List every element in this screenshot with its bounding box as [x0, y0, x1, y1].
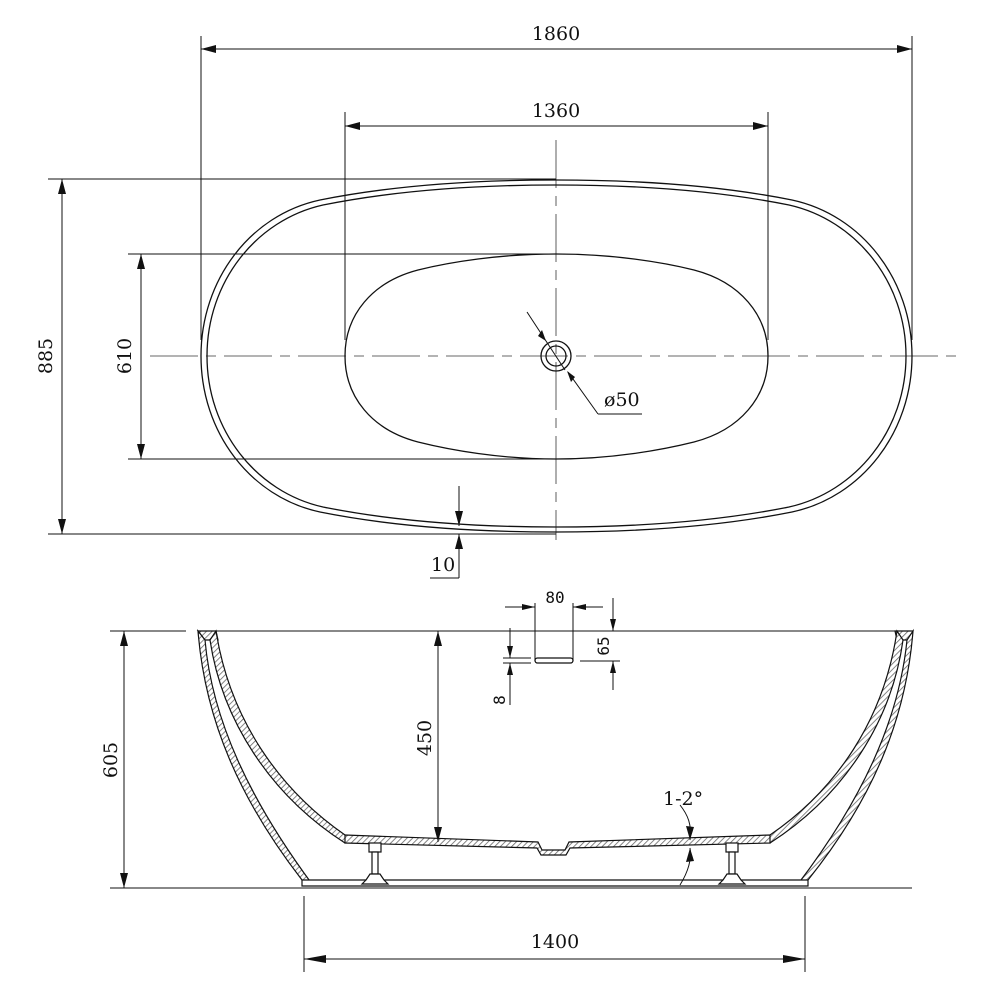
- overflow-offset-label: 65: [594, 636, 613, 655]
- top-view: ø50 1860 1360 885: [35, 23, 960, 579]
- right-inner-wall: [764, 629, 904, 844]
- left-inner-wall: [209, 629, 351, 844]
- overall-height-dimension: [120, 631, 128, 888]
- floor-slope-dimension: [679, 804, 694, 886]
- left-foot: [360, 842, 390, 885]
- overflow-slot: [534, 657, 574, 664]
- right-foot: [717, 842, 747, 885]
- base-length-label: 1400: [531, 931, 579, 953]
- rim-offset-dimension: [430, 486, 463, 579]
- side-view: 80 65 8 450: [100, 588, 914, 972]
- inner-width-label: 610: [114, 338, 136, 374]
- overflow-height-dimension: [503, 628, 531, 705]
- outer-rim-inner-line: [206, 184, 907, 528]
- overall-width-dimension: [48, 178, 556, 535]
- inner-depth-dimension: [434, 631, 442, 842]
- overall-height-label: 605: [100, 742, 122, 778]
- inner-length-dimension: [344, 112, 769, 340]
- left-outer-wall: [197, 629, 314, 886]
- overflow-height-label: 8: [490, 695, 509, 705]
- inner-length-label: 1360: [532, 100, 580, 122]
- overflow-width-dimension: [505, 603, 603, 660]
- overflow-offset-dimension: [580, 598, 620, 690]
- base-length-dimension: [303, 896, 806, 972]
- overall-length-dimension: [200, 36, 913, 340]
- outer-rim-outline: [200, 179, 913, 533]
- overall-width-label: 885: [35, 338, 57, 374]
- inner-floor: [344, 834, 771, 856]
- floor-slope-label: 1-2°: [663, 788, 703, 810]
- drain-icon: [526, 311, 642, 415]
- inner-width-dimension: [128, 253, 556, 460]
- overall-length-label: 1860: [532, 23, 580, 45]
- rim-offset-label: 10: [431, 554, 455, 576]
- inner-depth-label: 450: [414, 720, 436, 756]
- overflow-width-label: 80: [545, 588, 564, 607]
- drain-diameter-label: ø50: [604, 389, 640, 411]
